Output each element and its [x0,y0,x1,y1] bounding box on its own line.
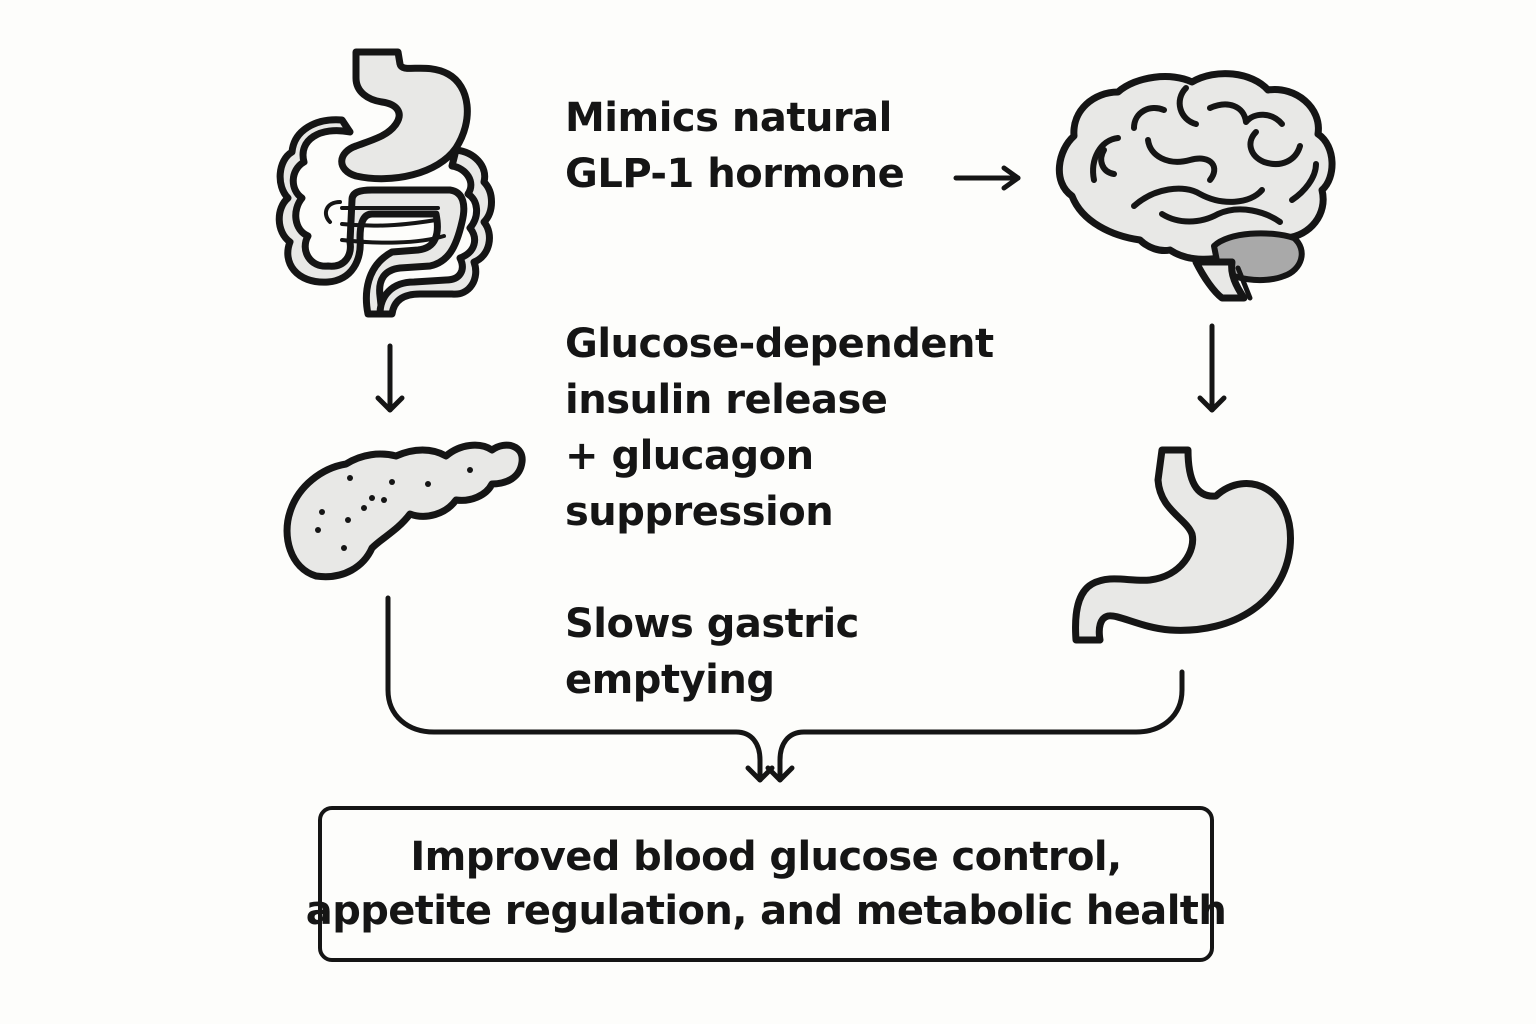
pancreas-icon [283,441,526,581]
step-insulin-line-3: + glucagon [565,433,814,479]
stomach-icon [1072,446,1294,644]
arrow-to-pancreas [375,343,405,413]
step-mimics-line-1: Mimics natural [565,95,892,141]
step-insulin-line-2: insulin release [565,377,888,423]
step-insulin-line-1: Glucose-dependent [565,321,994,367]
step-gastric-label: Slows gastric emptying [565,596,859,708]
step-mimics-label: Mimics natural GLP-1 hormone [565,90,905,202]
step-insulin-label: Glucose-dependent insulin release + gluc… [565,316,994,540]
outcome-box: Improved blood glucose control, appetite… [306,806,1227,962]
step-mimics-line-2: GLP-1 hormone [565,151,905,197]
arrow-stomach-to-outcome [765,669,1185,783]
arrow-to-stomach [1197,323,1227,413]
intestines-icon [275,48,495,318]
outcome-line-1: Improved blood glucose control, [410,834,1122,880]
outcome-line-2: appetite regulation, and metabolic healt… [305,888,1227,934]
arrow-to-brain [953,165,1021,191]
brain-icon [1055,70,1336,302]
step-insulin-line-4: suppression [565,489,834,535]
step-gastric-line-1: Slows gastric [565,601,859,647]
arrow-pancreas-to-outcome [385,595,775,783]
step-gastric-line-2: emptying [565,657,775,703]
